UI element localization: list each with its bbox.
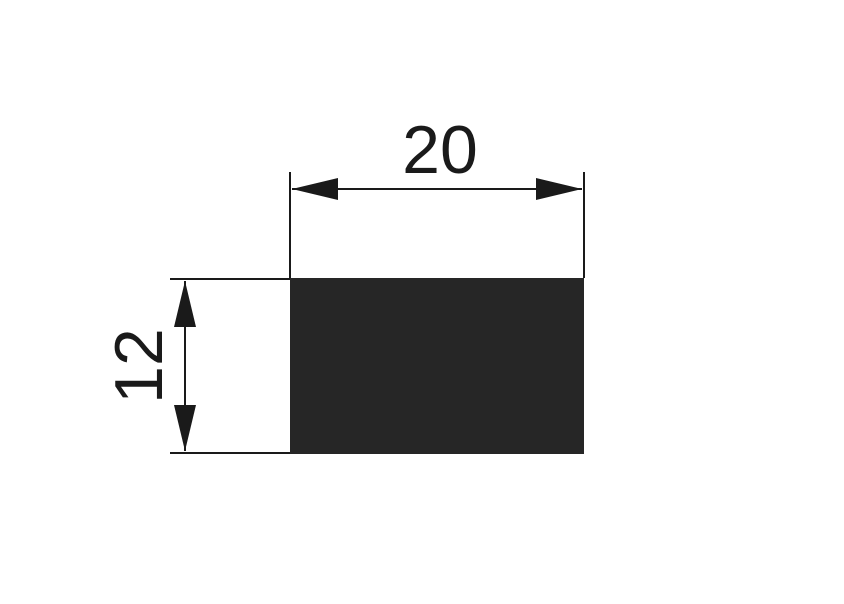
height-arrow-top-icon — [174, 281, 196, 327]
height-dimension-label: 12 — [101, 328, 177, 404]
width-arrow-left-icon — [292, 178, 338, 200]
flat-bar-profile — [290, 278, 584, 454]
width-arrow-right-icon — [536, 178, 582, 200]
height-arrow-bottom-icon — [174, 405, 196, 451]
width-dimension-label: 20 — [402, 112, 478, 188]
